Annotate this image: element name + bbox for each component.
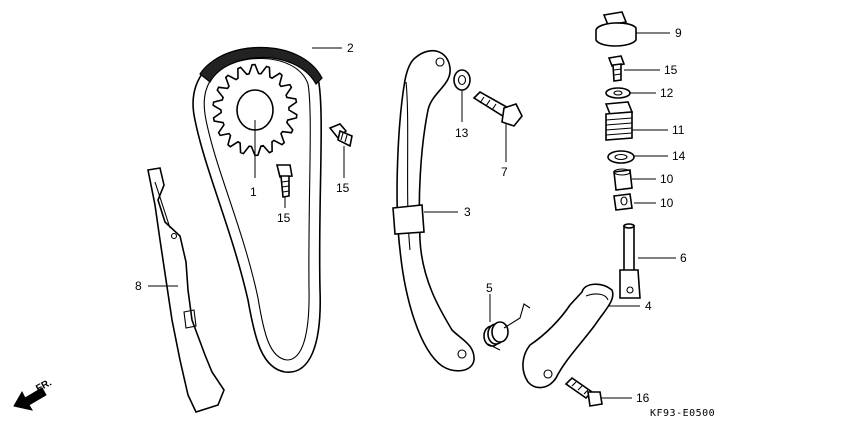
diagram-code: KF93-E0500 bbox=[650, 408, 715, 419]
tensioner-stopper bbox=[522, 283, 614, 389]
callout-labels: 1 2 3 4 5 6 7 8 9 10 10 11 12 13 14 15 1… bbox=[135, 26, 687, 405]
bolt-15-right bbox=[607, 55, 626, 82]
washer-14 bbox=[607, 150, 635, 164]
bolt-15-middle bbox=[328, 123, 353, 148]
tensioner-housing-11 bbox=[604, 101, 634, 141]
callout-3: 3 bbox=[464, 205, 471, 219]
spring-5 bbox=[483, 303, 531, 351]
bolt-15-left bbox=[275, 164, 293, 198]
callout-13: 13 bbox=[455, 126, 469, 140]
callout-9: 9 bbox=[675, 26, 682, 40]
leader-lines bbox=[148, 32, 676, 399]
callout-5: 5 bbox=[486, 281, 493, 295]
callout-11: 11 bbox=[672, 123, 685, 137]
callout-16: 16 bbox=[636, 391, 650, 405]
callout-10-upper: 10 bbox=[660, 172, 674, 186]
bushing-10-upper bbox=[613, 168, 633, 191]
tensioner-arm bbox=[392, 49, 475, 372]
callout-1: 1 bbox=[250, 185, 257, 199]
callout-8: 8 bbox=[135, 279, 142, 293]
bushing-10-lower bbox=[613, 193, 633, 211]
callout-7: 7 bbox=[501, 165, 508, 179]
front-arrow-icon bbox=[13, 387, 47, 411]
tensioner-push-rod bbox=[619, 223, 641, 299]
callout-15-left: 15 bbox=[277, 211, 291, 225]
callout-15-right: 15 bbox=[664, 63, 678, 77]
callout-6: 6 bbox=[680, 251, 687, 265]
callout-15-middle: 15 bbox=[336, 181, 350, 195]
callout-14: 14 bbox=[672, 149, 686, 163]
cam-sprocket bbox=[212, 63, 298, 157]
cap-nut-9 bbox=[595, 11, 637, 47]
front-indicator: FR. bbox=[13, 377, 54, 411]
front-label: FR. bbox=[34, 377, 54, 394]
callout-2: 2 bbox=[347, 41, 354, 55]
bolt-16 bbox=[564, 376, 603, 407]
pivot-bolt-7 bbox=[472, 91, 523, 127]
cam-chain-guide bbox=[147, 167, 225, 413]
callout-4: 4 bbox=[645, 299, 652, 313]
callout-12: 12 bbox=[660, 86, 674, 100]
washer-12 bbox=[605, 87, 631, 99]
washer-13 bbox=[453, 69, 471, 91]
callout-10-lower: 10 bbox=[660, 196, 674, 210]
